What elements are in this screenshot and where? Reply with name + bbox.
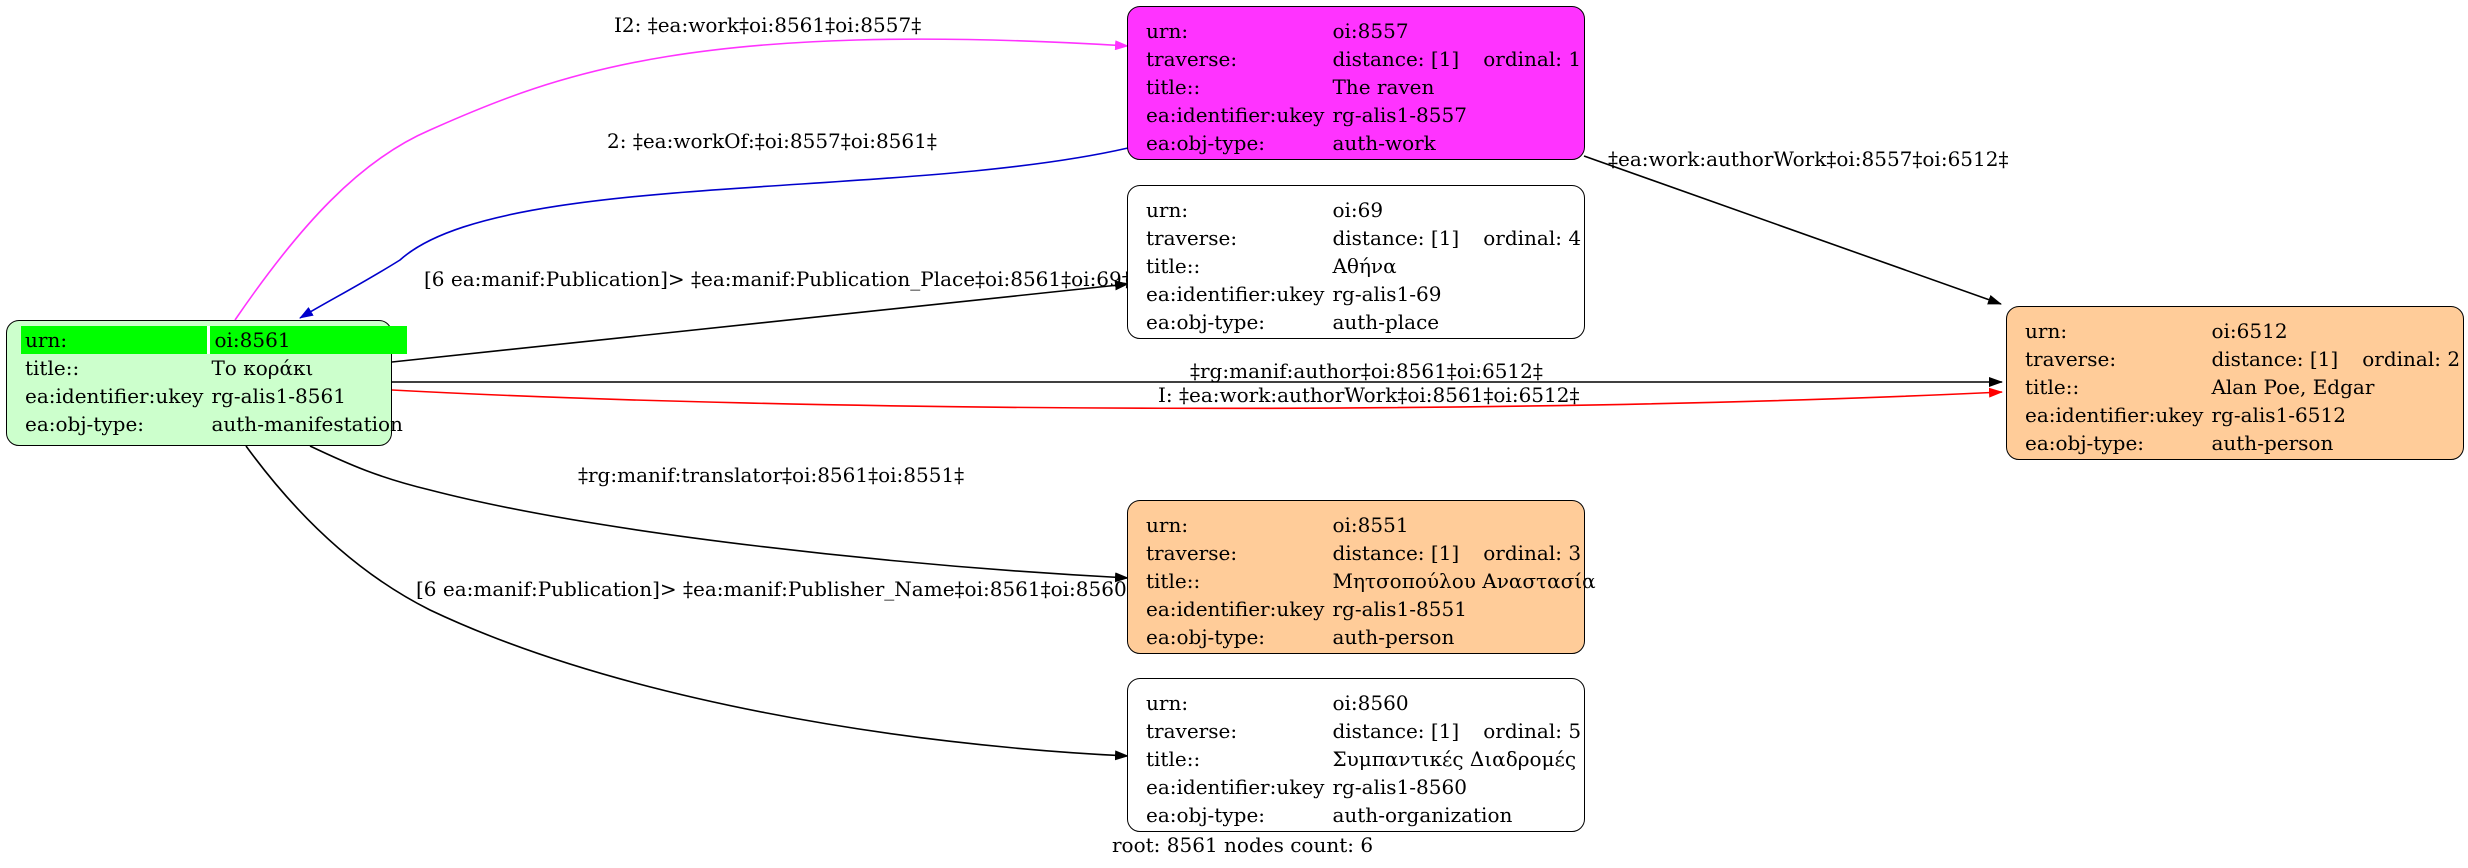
node-row: ea:obj-type: auth-manifestation bbox=[21, 410, 407, 438]
row-value: distance: [1] bbox=[1332, 541, 1460, 565]
row-key: traverse: bbox=[1146, 719, 1238, 743]
row-key: title:: bbox=[2025, 375, 2080, 399]
node-table: urn: oi:8551 traverse: distance: [1] ordina… bbox=[1142, 511, 1600, 651]
row-ordinal: ordinal: 5 bbox=[1483, 719, 1582, 743]
row-key: title:: bbox=[1146, 75, 1201, 99]
edge-authorwork-8561-6512 bbox=[391, 387, 2003, 410]
row-key: ea:identifier:ukey bbox=[2025, 403, 2204, 427]
node-8557[interactable]: urn: oi:8557 traverse: distance: [1] ordina… bbox=[1127, 6, 1585, 160]
row-value: auth-person bbox=[1332, 625, 1455, 649]
edge-label-authorwork-8561: I: ‡ea:work:authorWork‡oi:8561‡oi:6512‡ bbox=[1158, 383, 1579, 407]
row-value: Alan Poe, Edgar bbox=[2211, 375, 2375, 399]
row-key: traverse: bbox=[1146, 226, 1238, 250]
row-value: auth-person bbox=[2211, 431, 2334, 455]
row-value: Αθήνα bbox=[1332, 254, 1397, 278]
row-value: distance: [1] bbox=[1332, 226, 1460, 250]
row-key: ea:identifier:ukey bbox=[1146, 775, 1325, 799]
edge-publication-place bbox=[391, 280, 1129, 363]
row-value: Συμπαντικές Διαδρομές bbox=[1332, 747, 1577, 771]
row-key: ea:identifier:ukey bbox=[1146, 103, 1325, 127]
node-table: urn: oi:8557 traverse: distance: [1] ordina… bbox=[1142, 17, 1585, 157]
row-value: oi:8551 bbox=[1332, 513, 1409, 537]
row-key: ea:obj-type: bbox=[25, 412, 145, 436]
row-value: rg-alis1-8551 bbox=[1332, 597, 1467, 621]
footer-text: root: 8561 nodes count: 6 bbox=[1112, 833, 1374, 857]
row-value: auth-organization bbox=[1332, 803, 1513, 827]
row-key: ea:identifier:ukey bbox=[1146, 597, 1325, 621]
edge-authorwork-8557-6512 bbox=[1583, 155, 2002, 305]
row-value: oi:8557 bbox=[1332, 19, 1409, 43]
node-table: urn: oi:8561 title:: Το κοράκι ea:identi… bbox=[21, 326, 407, 438]
edge-label-author: ‡rg:manif:author‡oi:8561‡oi:6512‡ bbox=[1190, 359, 1543, 383]
row-ordinal: ordinal: 4 bbox=[1483, 226, 1582, 250]
row-key: urn: bbox=[21, 326, 208, 354]
row-value: oi:8561 bbox=[207, 326, 407, 354]
node-6512[interactable]: urn: oi:6512 traverse: distance: [1] ordina… bbox=[2006, 306, 2464, 460]
row-value: oi:8560 bbox=[1332, 691, 1409, 715]
row-key: ea:obj-type: bbox=[2025, 431, 2145, 455]
row-value: rg-alis1-6512 bbox=[2211, 403, 2346, 427]
row-value: distance: [1] bbox=[2211, 347, 2339, 371]
node-69[interactable]: urn: oi:69 traverse: distance: [1] ordinal:… bbox=[1127, 185, 1585, 339]
row-value: rg-alis1-69 bbox=[1332, 282, 1442, 306]
row-ordinal: ordinal: 3 bbox=[1483, 541, 1582, 565]
row-value: Μητσοπούλου Αναστασία bbox=[1332, 569, 1596, 593]
row-key: urn: bbox=[1146, 513, 1189, 537]
row-key: urn: bbox=[2025, 319, 2068, 343]
edge-label-publication-place: [6 ea:manif:Publication]> ‡ea:manif:Publ… bbox=[424, 267, 1144, 291]
row-key: title:: bbox=[25, 356, 80, 380]
row-value: oi:6512 bbox=[2211, 319, 2288, 343]
row-key: traverse: bbox=[1146, 541, 1238, 565]
edge-label-translator: ‡rg:manif:translator‡oi:8561‡oi:8551‡ bbox=[578, 463, 964, 487]
row-value: rg-alis1-8560 bbox=[1332, 775, 1467, 799]
row-key: traverse: bbox=[2025, 347, 2117, 371]
row-key: ea:identifier:ukey bbox=[25, 384, 204, 408]
row-key: ea:obj-type: bbox=[1146, 803, 1266, 827]
edge-label-publisher: [6 ea:manif:Publication]> ‡ea:manif:Publ… bbox=[416, 577, 1149, 601]
edge-label-workof: 2: ‡ea:workOf:‡oi:8557‡oi:8561‡ bbox=[607, 129, 937, 153]
row-value: The raven bbox=[1332, 75, 1435, 99]
edge-workof-8557-8561 bbox=[299, 147, 1129, 319]
node-8560[interactable]: urn: oi:8560 traverse: distance: [1] ordina… bbox=[1127, 678, 1585, 832]
edge-work-8561-8557 bbox=[234, 38, 1129, 321]
row-key: traverse: bbox=[1146, 47, 1238, 71]
row-value: rg-alis1-8557 bbox=[1332, 103, 1467, 127]
row-value: distance: [1] bbox=[1332, 719, 1460, 743]
edge-label-authorwork-8557: ‡ea:work:authorWork‡oi:8557‡oi:6512‡ bbox=[1608, 147, 2008, 171]
row-key: title:: bbox=[1146, 254, 1201, 278]
row-value: oi:69 bbox=[1332, 198, 1384, 222]
node-row: urn: oi:8561 bbox=[21, 326, 407, 354]
node-table: urn: oi:8560 traverse: distance: [1] ordina… bbox=[1142, 689, 1585, 829]
row-value: rg-alis1-8561 bbox=[211, 384, 346, 408]
row-key: urn: bbox=[1146, 198, 1189, 222]
node-table: urn: oi:69 traverse: distance: [1] ordinal:… bbox=[1142, 196, 1585, 336]
row-key: title:: bbox=[1146, 747, 1201, 771]
row-ordinal: ordinal: 2 bbox=[2362, 347, 2461, 371]
row-value: Το κοράκι bbox=[211, 356, 314, 380]
row-key: ea:obj-type: bbox=[1146, 131, 1266, 155]
row-ordinal: ordinal: 1 bbox=[1483, 47, 1582, 71]
row-key: ea:identifier:ukey bbox=[1146, 282, 1325, 306]
node-table: urn: oi:6512 traverse: distance: [1] ordina… bbox=[2021, 317, 2464, 457]
edge-publisher bbox=[245, 445, 1129, 761]
row-key: urn: bbox=[1146, 19, 1189, 43]
node-row: ea:identifier:ukey rg-alis1-8561 bbox=[21, 382, 407, 410]
row-value: auth-place bbox=[1332, 310, 1440, 334]
row-key: urn: bbox=[1146, 691, 1189, 715]
edge-translator bbox=[309, 445, 1129, 583]
row-key: ea:obj-type: bbox=[1146, 625, 1266, 649]
row-key: ea:obj-type: bbox=[1146, 310, 1266, 334]
edge-label-work: I2: ‡ea:work‡oi:8561‡oi:8557‡ bbox=[614, 13, 921, 37]
node-row: title:: Το κοράκι bbox=[21, 354, 407, 382]
row-value: auth-manifestation bbox=[211, 412, 403, 436]
row-value: distance: [1] bbox=[1332, 47, 1460, 71]
row-value: auth-work bbox=[1332, 131, 1436, 155]
row-key: title:: bbox=[1146, 569, 1201, 593]
node-root-8561[interactable]: urn: oi:8561 title:: Το κοράκι ea:identi… bbox=[6, 320, 407, 446]
node-8551[interactable]: urn: oi:8551 traverse: distance: [1] ordina… bbox=[1127, 500, 1596, 654]
